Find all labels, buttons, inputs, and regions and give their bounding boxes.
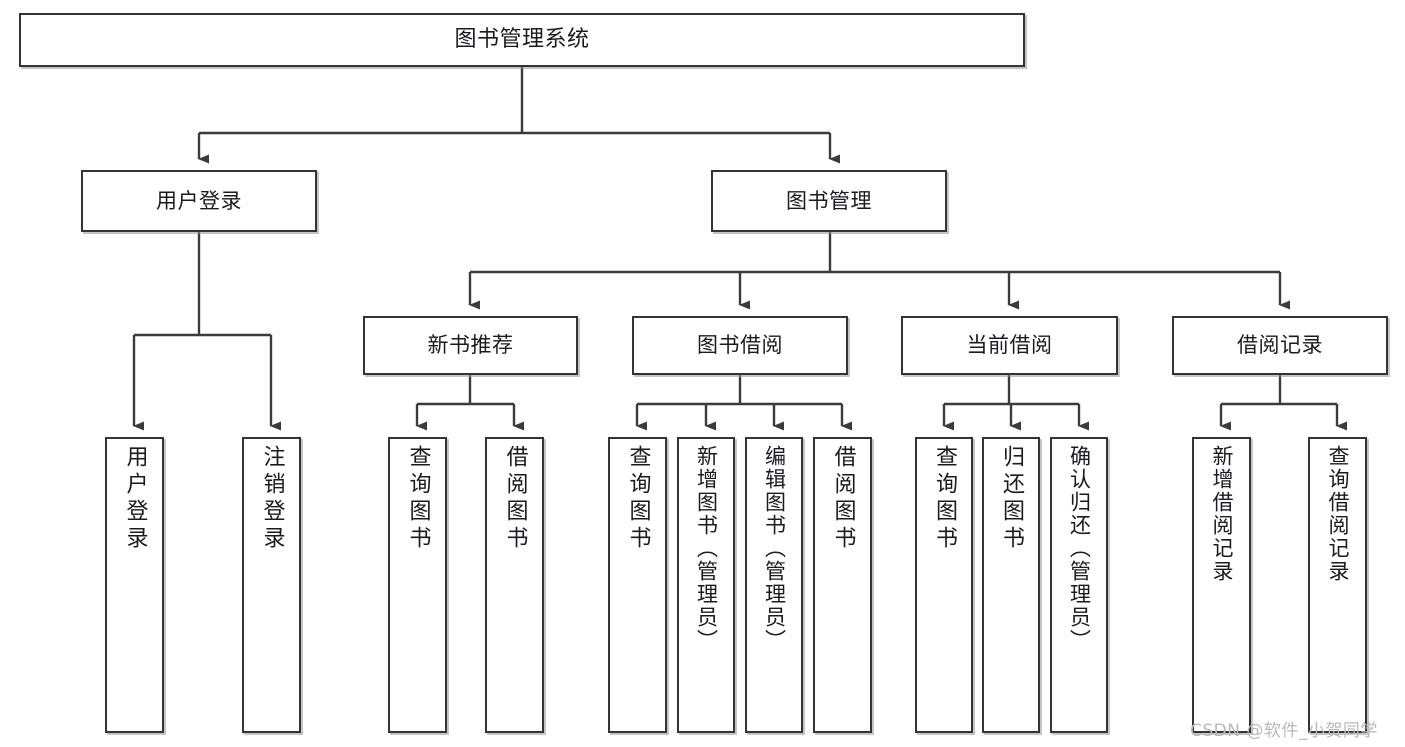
node-leaf-edit-book[interactable]: 编辑图书（管理员） bbox=[745, 437, 803, 733]
node-borrow-record-label: 借阅记录 bbox=[1237, 333, 1323, 358]
node-leaf-add-book-label: 新增图书（管理员） bbox=[694, 445, 719, 652]
node-new-book-recommend[interactable]: 新书推荐 bbox=[363, 316, 578, 375]
node-leaf-user-login[interactable]: 用户登录 bbox=[105, 437, 164, 733]
node-root[interactable]: 图书管理系统 bbox=[19, 13, 1025, 67]
node-current-borrow[interactable]: 当前借阅 bbox=[901, 316, 1118, 375]
node-leaf-borrow-book-2-label: 借阅图书 bbox=[830, 445, 856, 553]
node-leaf-edit-book-label: 编辑图书（管理员） bbox=[762, 445, 787, 652]
node-leaf-borrow-book-2[interactable]: 借阅图书 bbox=[813, 437, 872, 733]
node-current-borrow-label: 当前借阅 bbox=[966, 333, 1053, 358]
node-leaf-query-book-3-label: 查询图书 bbox=[932, 445, 957, 553]
node-new-book-recommend-label: 新书推荐 bbox=[427, 333, 514, 358]
node-borrow-record[interactable]: 借阅记录 bbox=[1172, 316, 1388, 375]
node-leaf-add-book[interactable]: 新增图书（管理员） bbox=[677, 437, 735, 733]
node-leaf-query-book-2-label: 查询图书 bbox=[625, 445, 651, 553]
node-leaf-add-record-label: 新增借阅记录 bbox=[1210, 445, 1234, 583]
node-leaf-confirm-return[interactable]: 确认归还（管理员） bbox=[1050, 437, 1108, 733]
node-user-login[interactable]: 用户登录 bbox=[81, 170, 317, 232]
node-leaf-query-record-label: 查询借阅记录 bbox=[1326, 445, 1350, 583]
node-book-borrow-label: 图书借阅 bbox=[697, 333, 783, 358]
csdn-watermark: CSDN @软件_小贺同学 bbox=[1190, 721, 1378, 741]
node-leaf-query-book-3[interactable]: 查询图书 bbox=[915, 437, 973, 733]
node-root-label: 图书管理系统 bbox=[454, 27, 590, 53]
node-leaf-borrow-book-1-label: 借阅图书 bbox=[502, 445, 528, 553]
node-user-login-label: 用户登录 bbox=[156, 188, 242, 213]
node-leaf-query-record[interactable]: 查询借阅记录 bbox=[1308, 437, 1367, 733]
node-leaf-logout-label: 注销登录 bbox=[259, 445, 285, 553]
node-leaf-return-book[interactable]: 归还图书 bbox=[982, 437, 1040, 733]
node-leaf-add-record[interactable]: 新增借阅记录 bbox=[1192, 437, 1251, 733]
node-book-manage-label: 图书管理 bbox=[786, 188, 872, 213]
node-leaf-query-book-1[interactable]: 查询图书 bbox=[388, 437, 447, 733]
node-leaf-user-login-label: 用户登录 bbox=[122, 445, 148, 553]
node-leaf-return-book-label: 归还图书 bbox=[999, 445, 1024, 553]
node-book-manage[interactable]: 图书管理 bbox=[711, 170, 947, 232]
node-leaf-confirm-return-label: 确认归还（管理员） bbox=[1067, 445, 1092, 652]
node-book-borrow[interactable]: 图书借阅 bbox=[632, 316, 848, 375]
node-leaf-query-book-1-label: 查询图书 bbox=[405, 445, 431, 553]
node-leaf-query-book-2[interactable]: 查询图书 bbox=[608, 437, 667, 733]
node-leaf-logout[interactable]: 注销登录 bbox=[242, 437, 301, 733]
node-leaf-borrow-book-1[interactable]: 借阅图书 bbox=[485, 437, 544, 733]
